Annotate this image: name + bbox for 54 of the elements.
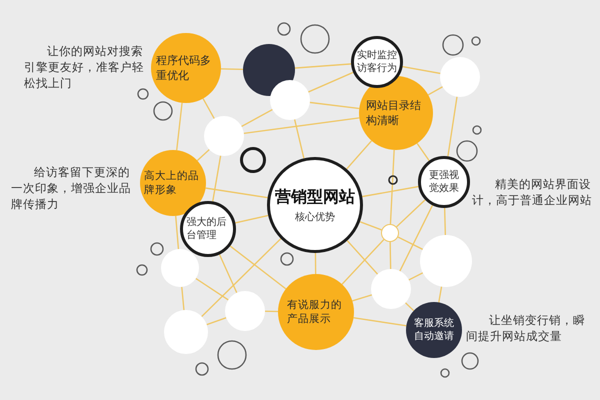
connector-line (206, 187, 268, 198)
topic-text: 程序代码多重优化 (156, 53, 212, 83)
connector-line (196, 149, 210, 162)
connector-line (220, 68, 244, 70)
connector-line (438, 286, 442, 303)
connector-line (314, 253, 316, 274)
topic-text: 高大上的品牌形象 (144, 169, 200, 197)
connector-line (353, 317, 406, 326)
description-text: 让坐销变行销，瞬间提升网站成交量 (466, 312, 586, 344)
connector-line (428, 86, 443, 96)
connector-line (390, 150, 395, 224)
connector-line (294, 63, 352, 69)
connector-line (447, 96, 458, 156)
connector-line (390, 242, 392, 270)
connector-line (342, 239, 384, 285)
connector-line (206, 317, 226, 326)
connector-line (201, 238, 282, 318)
description-text: 给访客留下更深的一次印象，增强企业品牌传播力 (11, 164, 132, 212)
connector-line (346, 240, 378, 275)
hub-title: 营销型网站 (275, 186, 355, 206)
connector-line (181, 286, 185, 310)
topic-text: 客服系统自动邀请 (413, 317, 455, 343)
connector-line (235, 214, 268, 224)
connector-line (310, 102, 360, 110)
connector-line (241, 109, 273, 127)
connector-line (405, 302, 414, 312)
description-text: 精美的网站界面设计，高于普通企业网站 (472, 176, 593, 208)
connector-line (202, 98, 215, 119)
connector-line (265, 310, 278, 312)
connector-line (195, 278, 229, 300)
connector-line (444, 208, 446, 236)
connector-line (362, 186, 419, 198)
connector-line (360, 221, 382, 230)
topic-text: 实时监控访客行为 (356, 49, 398, 75)
connector-line (308, 72, 354, 93)
topic-text: 网站目录结构清晰 (366, 98, 422, 128)
connector-line (402, 66, 440, 74)
topic-text: 有说服力的产品展示 (287, 298, 344, 326)
connector-line (212, 156, 222, 202)
connector-line (416, 143, 430, 162)
hub-subtitle: 核心优势 (295, 210, 335, 224)
connector-line (346, 140, 372, 170)
connector-line (294, 119, 305, 158)
connector-line (244, 117, 360, 134)
topic-text: 强大的后台管理 (186, 216, 228, 242)
connector-line (408, 272, 424, 280)
topic-text: 更强视觉效果 (428, 169, 460, 195)
description-text: 让你的网站对搜索引擎更友好，准客户轻松找上门 (24, 43, 145, 91)
connector-line (230, 246, 286, 290)
connector-line (352, 294, 372, 302)
connector-line (176, 102, 183, 150)
connector-line (175, 216, 180, 250)
connector-line (396, 199, 426, 228)
connector-line (398, 236, 424, 250)
